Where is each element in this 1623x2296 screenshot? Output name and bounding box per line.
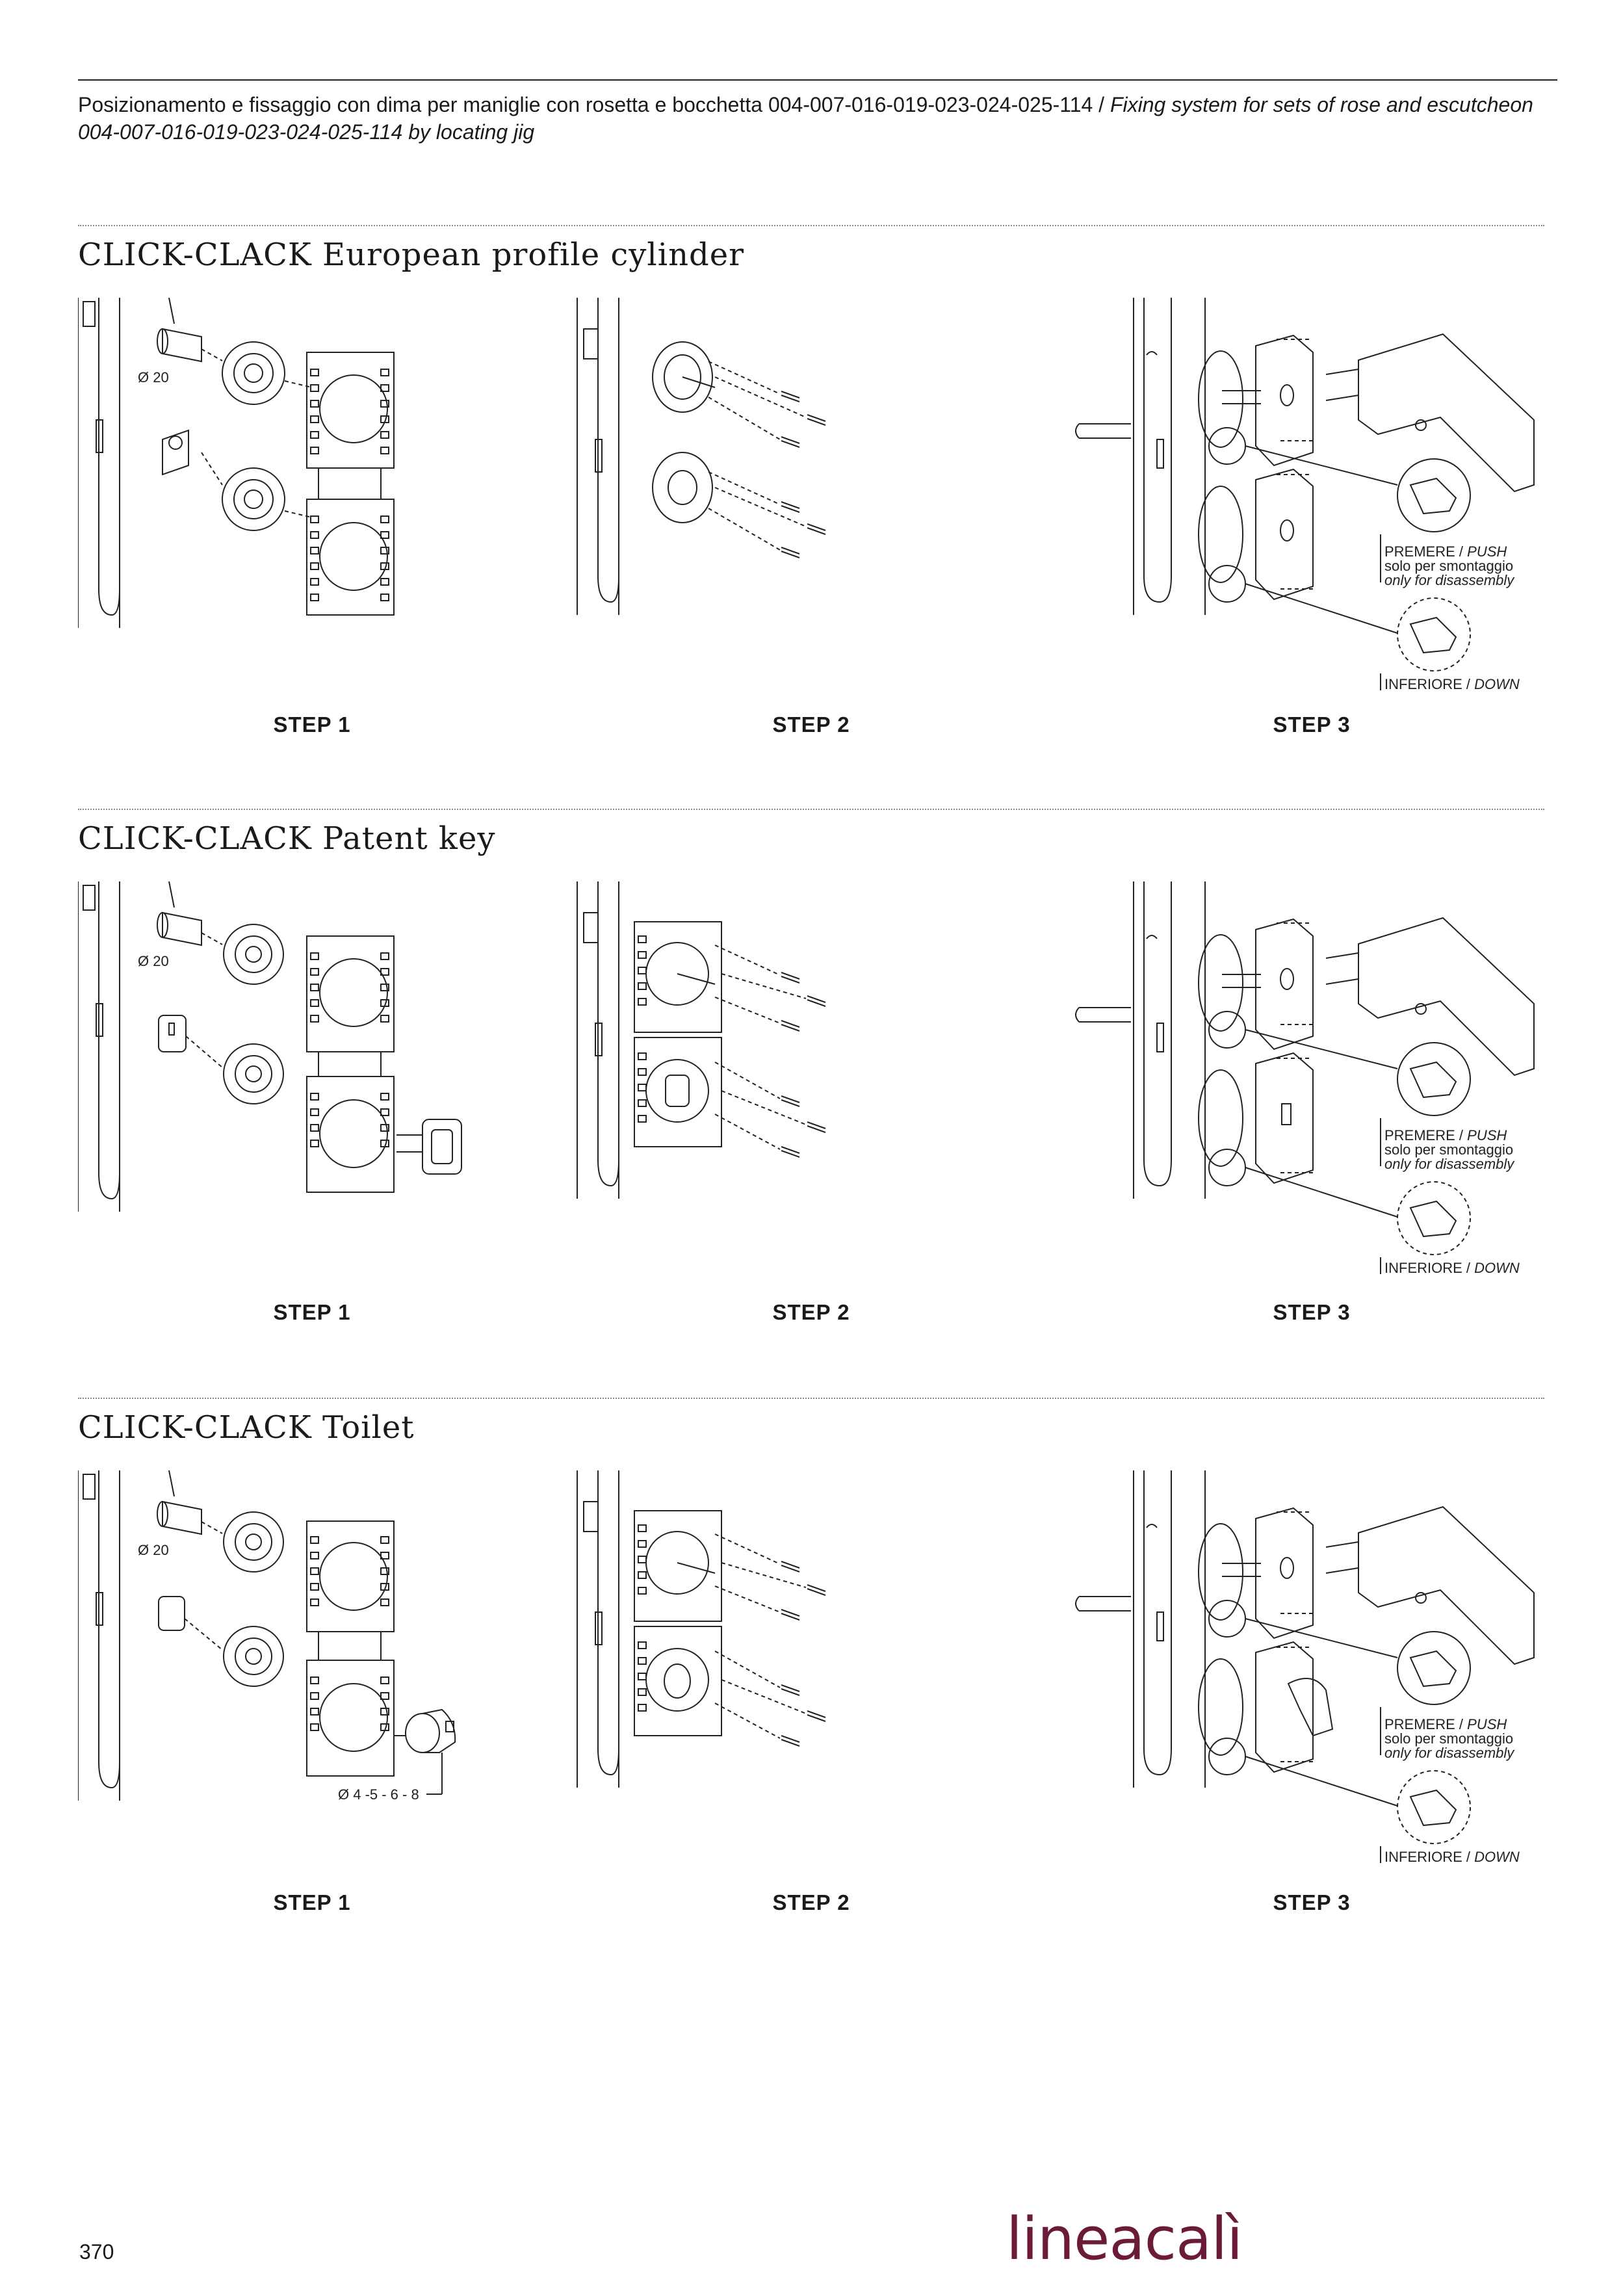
screw-icon	[781, 501, 800, 513]
disassembly-label-en: only for disassembly	[1384, 1156, 1515, 1172]
screw-icon	[807, 1584, 826, 1596]
section-european-cylinder: CLICK-CLACK European profile cylinder	[78, 225, 1544, 810]
screw-icon	[781, 1020, 800, 1032]
diameter-label: Ø 20	[138, 369, 169, 385]
locating-jig-icon	[306, 1520, 395, 1777]
installation-diagram: Ø 20 PREMERE / PUSH solo per smontaggio …	[78, 881, 1535, 1276]
section-toilet: CLICK-CLACK Toilet	[78, 1398, 1544, 1983]
disassembly-label-it: solo per smontaggio	[1384, 1730, 1513, 1747]
detail-magnifier-icon	[1397, 597, 1471, 672]
door-profile-icon	[577, 881, 619, 1199]
disassembly-label-en: only for disassembly	[1384, 1745, 1515, 1761]
screw-icon	[781, 1735, 800, 1747]
section-patent-key: CLICK-CLACK Patent key	[78, 809, 1544, 1394]
header-text-it: Posizionamento e fissaggio con dima per …	[78, 93, 1110, 116]
screw-icon	[781, 1146, 800, 1158]
section-divider	[78, 809, 1544, 810]
detail-magnifier-icon	[1397, 458, 1471, 532]
brand-logo: lineacalì	[1006, 2205, 1243, 2273]
screw-icon	[807, 414, 826, 426]
screw-icon	[781, 1609, 800, 1621]
screw-icon	[781, 1561, 800, 1572]
push-label: PREMERE / PUSH	[1384, 1716, 1507, 1732]
step-3-label: STEP 3	[1273, 1890, 1351, 1914]
section-title: CLICK-CLACK European profile cylinder	[78, 237, 745, 273]
down-label: INFERIORE / DOWN	[1384, 1849, 1520, 1865]
disassembly-label-it: solo per smontaggio	[1384, 558, 1513, 574]
screw-icon	[807, 995, 826, 1007]
screw-icon	[781, 1684, 800, 1696]
down-label: INFERIORE / DOWN	[1384, 676, 1520, 692]
toilet-knob-icon	[394, 1708, 456, 1795]
section-divider	[78, 1398, 1544, 1399]
escutcheon-icon	[396, 1119, 462, 1175]
door-profile-icon	[577, 298, 619, 615]
screw-icon	[807, 1710, 826, 1722]
installation-diagram: Ø 20 PREMERE / PUSH solo per smontaggio …	[78, 297, 1535, 692]
step-3-label: STEP 3	[1273, 712, 1351, 737]
step-1-label: STEP 1	[273, 1890, 351, 1914]
disassembly-label-en: only for disassembly	[1384, 572, 1515, 588]
toilet-diameter-label: Ø 4 -5 - 6 - 8	[338, 1786, 419, 1803]
section-title: CLICK-CLACK Toilet	[78, 1409, 415, 1446]
push-label: PREMERE / PUSH	[1384, 543, 1507, 560]
section-divider	[78, 225, 1544, 226]
diameter-label: Ø 20	[138, 1542, 169, 1558]
door-profile-icon	[78, 298, 120, 628]
section-title: CLICK-CLACK Patent key	[78, 820, 496, 857]
screw-icon	[781, 436, 800, 448]
header-text-en: Fixing system for sets of rose and escut…	[78, 93, 1533, 144]
screw-icon	[807, 523, 826, 535]
screw-icon	[781, 972, 800, 984]
screw-icon	[781, 1095, 800, 1107]
detail-magnifier-icon	[1397, 1631, 1471, 1705]
step-1-label: STEP 1	[273, 1300, 351, 1324]
push-label: PREMERE / PUSH	[1384, 1127, 1507, 1143]
disassembly-label-it: solo per smontaggio	[1384, 1141, 1513, 1158]
door-profile-icon	[1133, 1470, 1206, 1788]
step-2-label: STEP 2	[772, 1300, 850, 1324]
detail-magnifier-icon	[1397, 1770, 1471, 1844]
screw-icon	[781, 547, 800, 558]
page-number: 370	[79, 2240, 114, 2263]
screw-icon	[781, 391, 800, 402]
locating-jig-icon	[634, 1510, 722, 1736]
step-2-label: STEP 2	[772, 712, 850, 737]
step-2-label: STEP 2	[772, 1890, 850, 1914]
door-profile-icon	[1133, 298, 1206, 615]
door-profile-icon	[78, 1470, 120, 1801]
detail-magnifier-icon	[1397, 1181, 1471, 1255]
header-text: Posizionamento e fissaggio con dima per …	[78, 91, 1534, 146]
step-1-label: STEP 1	[273, 712, 351, 737]
step-3-label: STEP 3	[1273, 1300, 1351, 1324]
diameter-label: Ø 20	[138, 953, 169, 969]
door-profile-icon	[577, 1470, 619, 1788]
header-rule	[78, 79, 1557, 81]
door-profile-icon	[1133, 881, 1206, 1199]
locating-jig-icon	[634, 921, 722, 1147]
door-profile-icon	[78, 881, 120, 1212]
down-label: INFERIORE / DOWN	[1384, 1260, 1520, 1276]
locating-jig-icon	[306, 935, 395, 1193]
installation-diagram: Ø 20 Ø 4 -5 - 6 - 8 PREMERE / PUSH solo …	[78, 1470, 1535, 1865]
locating-jig-icon	[306, 352, 395, 616]
screw-icon	[807, 1121, 826, 1133]
detail-magnifier-icon	[1397, 1042, 1471, 1116]
